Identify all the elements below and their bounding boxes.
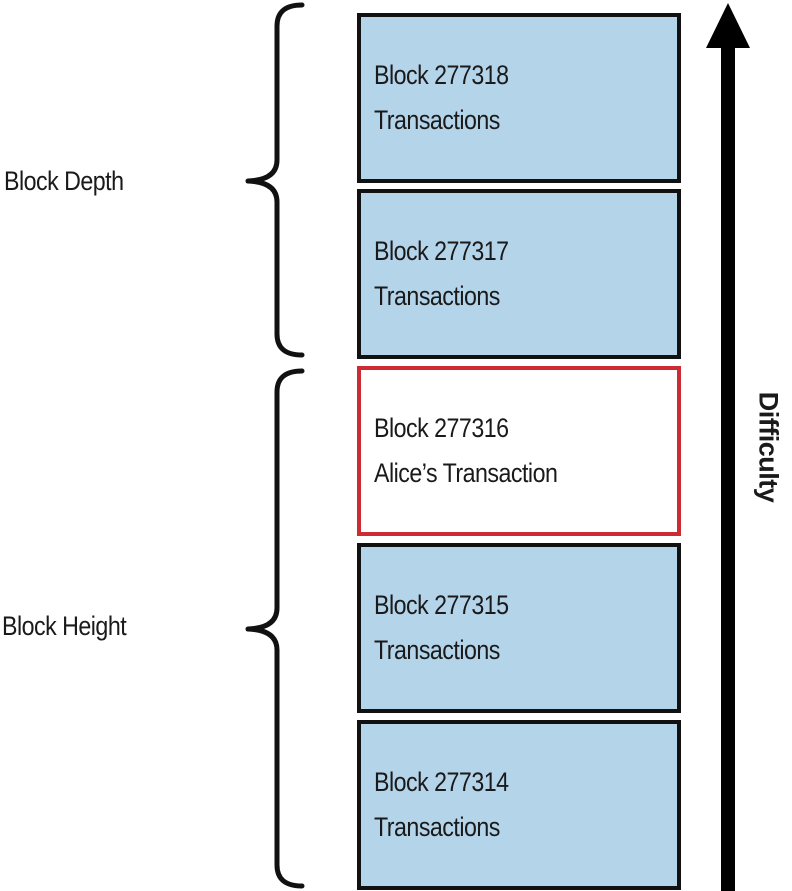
block-height-brace — [245, 368, 305, 889]
block-277317: Block 277317 Transactions — [357, 189, 681, 359]
block-depth-brace — [245, 2, 305, 358]
block-contents: Alice’s Transaction — [374, 458, 558, 488]
block-contents: Transactions — [374, 281, 500, 311]
block-277314: Block 277314 Transactions — [357, 720, 681, 890]
block-contents: Transactions — [374, 812, 500, 842]
block-277315: Block 277315 Transactions — [357, 543, 681, 713]
block-number: Block 277315 — [374, 590, 509, 620]
block-number: Block 277314 — [374, 767, 509, 797]
block-depth-label: Block Depth — [4, 166, 124, 196]
block-number: Block 277316 — [374, 413, 509, 443]
up-arrow-icon — [706, 3, 750, 891]
difficulty-label: Difficulty — [753, 391, 784, 503]
block-277316-highlighted: Block 277316 Alice’s Transaction — [357, 366, 681, 536]
block-contents: Transactions — [374, 105, 500, 135]
block-277318: Block 277318 Transactions — [357, 13, 681, 183]
block-number: Block 277317 — [374, 236, 509, 266]
block-number: Block 277318 — [374, 60, 509, 90]
block-height-label: Block Height — [2, 611, 127, 641]
block-contents: Transactions — [374, 635, 500, 665]
